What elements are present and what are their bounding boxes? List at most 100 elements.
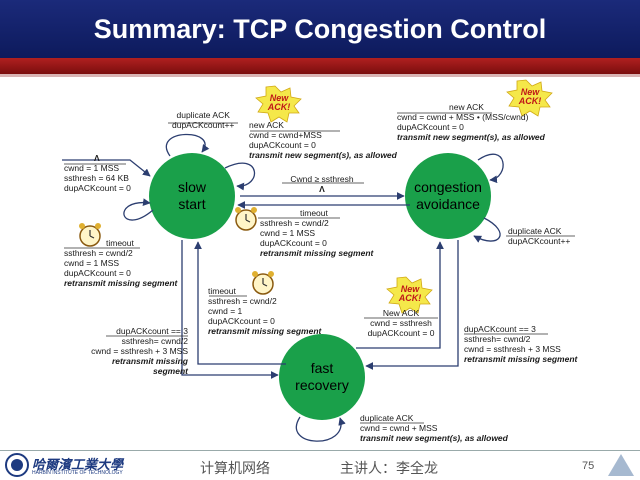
action-text: dupACKcount = 0	[249, 140, 316, 150]
action-text: cwnd = 1 MSS	[260, 228, 316, 238]
event-text: timeout	[300, 208, 328, 218]
title-accent-line	[0, 74, 640, 77]
event-text: dupACKcount == 3	[116, 326, 188, 336]
label-ca-timeout: timeout ssthresh = cwnd/2 cwnd = 1 MSS d…	[260, 208, 373, 258]
action-text: transmit new segment(s), as allowed	[249, 150, 397, 160]
timeout-clock-icon	[79, 223, 101, 247]
title-bar: Summary: TCP Congestion Control	[0, 0, 640, 58]
burst-line: New	[400, 284, 420, 294]
state-text: congestion	[414, 179, 482, 195]
label-fr-newack: New ACK cwnd = ssthresh dupACKcount = 0	[362, 308, 440, 338]
action-text: ssthresh = cwnd/2	[64, 248, 133, 258]
loop-fr-dupack	[296, 416, 346, 442]
course-name: 计算机网络	[200, 460, 270, 476]
footer-divider	[0, 450, 640, 451]
action-text: cwnd = ssthresh + 3 MSS	[464, 344, 561, 354]
action-text: dupACKcount = 0	[367, 328, 435, 338]
state-text: slow	[177, 179, 206, 195]
timeout-clock-icon	[252, 271, 274, 295]
action-text: dupACKcount++	[172, 120, 235, 130]
action-text: dupACKcount = 0	[397, 122, 464, 132]
burst-line: ACK!	[398, 293, 422, 303]
state-label-slow-start: slow start	[149, 179, 235, 213]
action-text: ssthresh = cwnd/2	[208, 296, 277, 306]
action-text: cwnd = cwnd + MSS	[360, 423, 438, 433]
event-text: Cwnd ≥ ssthresh	[290, 174, 354, 184]
arrow-fr-timeout-to-ss	[194, 241, 286, 365]
action-text: transmit new segment(s), as allowed	[397, 132, 545, 142]
state-text: start	[178, 196, 206, 212]
state-text: fast	[310, 360, 334, 376]
state-fast-recovery	[279, 334, 365, 420]
action-text: cwnd = 1	[208, 306, 243, 316]
event-text: duplicate ACK	[176, 110, 230, 120]
event-text: duplicate ACK	[508, 226, 562, 236]
event-text: Λ	[94, 153, 100, 163]
new-ack-burst-1	[255, 85, 302, 123]
action-text: retransmit missing	[111, 356, 188, 366]
burst-line: New	[269, 93, 289, 103]
timeout-clock-icon	[235, 207, 257, 231]
action-text: cwnd = 1 MSS	[64, 163, 120, 173]
event-text: new ACK	[449, 102, 484, 112]
burst-line: ACK!	[518, 96, 542, 106]
university-name-en: HARBIN INSTITUTE OF TECHNOLOGY	[32, 470, 123, 476]
action-text: dupACKcount = 0	[64, 268, 131, 278]
action-text: cwnd = ssthresh	[370, 318, 432, 328]
action-text: cwnd = ssthresh + 3 MSS	[91, 346, 188, 356]
state-congestion-avoidance	[405, 153, 491, 239]
loop-ss-dupack	[166, 133, 210, 157]
label-initial: Λ cwnd = 1 MSS ssthresh = 64 KB dupACKco…	[64, 153, 131, 193]
action-text: retransmit missing segment	[260, 248, 374, 258]
action-text: cwnd = cwnd+MSS	[249, 130, 322, 140]
new-ack-burst-3	[386, 276, 433, 314]
decorative-corner-icon	[608, 454, 634, 476]
event-text: New ACK	[382, 308, 420, 318]
title-accent-bar	[0, 58, 640, 74]
action-text: segment	[153, 366, 188, 376]
event-text: timeout	[106, 238, 134, 248]
university-name: 哈爾濱工業大學	[32, 457, 124, 472]
arrow-ss-to-fr	[181, 240, 279, 379]
state-text: recovery	[295, 377, 349, 393]
state-text: avoidance	[416, 196, 480, 212]
label-ss-newack: new ACK cwnd = cwnd+MSS dupACKcount = 0 …	[249, 120, 397, 160]
state-label-fast-recovery: fast recovery	[279, 360, 365, 394]
loop-ss-timeout	[123, 198, 154, 221]
label-ca-to-fr: dupACKcount == 3 ssthresh= cwnd/2 cwnd =…	[464, 324, 577, 364]
action-text: retransmit missing segment	[208, 326, 322, 336]
arrow-ca-to-fr	[365, 240, 459, 370]
event-text: timeout	[208, 286, 236, 296]
event-text: new ACK	[249, 120, 284, 130]
burst-line: ACK!	[267, 102, 291, 112]
state-slow-start	[149, 153, 235, 239]
arrow-fr-newack-to-ca	[356, 241, 444, 349]
label-ss-dupack: duplicate ACK dupACKcount++	[172, 110, 234, 130]
action-text: retransmit missing segment	[464, 354, 578, 364]
label-ss-timeout: timeout ssthresh = cwnd/2 cwnd = 1 MSS d…	[64, 238, 177, 288]
loop-ca-newack	[477, 153, 504, 184]
burst-line: New	[520, 87, 540, 97]
event-text: duplicate ACK	[360, 413, 414, 423]
loop-ss-newack	[224, 162, 256, 191]
action-text: ssthresh= cwnd/2	[121, 336, 188, 346]
lecturer: 主讲人：李全龙	[340, 460, 438, 476]
action-text: retransmit missing segment	[64, 278, 178, 288]
action-text: cwnd = cwnd + MSS • (MSS/cwnd)	[397, 112, 529, 122]
university-seal-icon	[5, 453, 29, 477]
event-text: dupACKcount == 3	[464, 324, 536, 334]
label-ca-newack: new ACK cwnd = cwnd + MSS • (MSS/cwnd) d…	[397, 102, 545, 142]
new-ack-burst-2	[506, 79, 553, 117]
loop-ca-dupack	[473, 217, 501, 243]
label-fr-dupack: duplicate ACK cwnd = cwnd + MSS transmit…	[360, 413, 508, 443]
page-number: 75	[582, 460, 595, 472]
action-text: cwnd = 1 MSS	[64, 258, 120, 268]
label-ss-to-fr: dupACKcount == 3 ssthresh= cwnd/2 cwnd =…	[70, 326, 188, 376]
label-fr-timeout: timeout ssthresh = cwnd/2 cwnd = 1 dupAC…	[208, 286, 321, 336]
action-text: dupACKcount++	[508, 236, 571, 246]
label-ca-dupack: duplicate ACK dupACKcount++	[508, 226, 570, 246]
action-text: ssthresh= cwnd/2	[464, 334, 531, 344]
